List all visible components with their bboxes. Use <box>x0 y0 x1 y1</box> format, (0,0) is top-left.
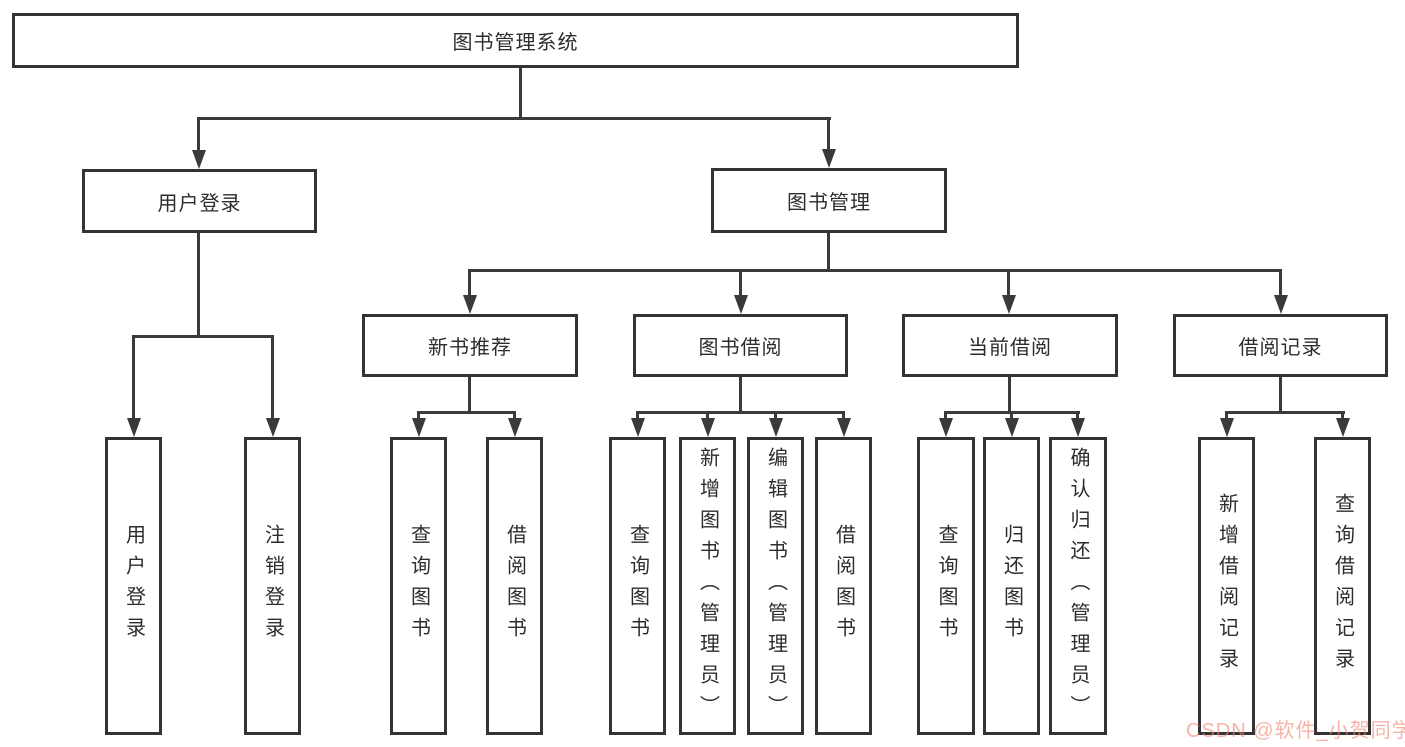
leaf-cb-return-book-label: 归还图书 <box>1000 524 1023 648</box>
connector-line <box>636 411 639 423</box>
arrowhead <box>463 295 477 314</box>
connector-line <box>827 117 830 152</box>
connector-line <box>513 411 516 423</box>
leaf-user-login: 用户登录 <box>105 437 162 735</box>
connector-line <box>774 411 777 423</box>
connector-line <box>197 117 200 153</box>
node-new-book-rec: 新书推荐 <box>362 314 578 377</box>
leaf-bb-borrow-book: 借阅图书 <box>815 437 872 735</box>
leaf-cb-confirm-return: 确认归还（管理员） <box>1049 437 1107 735</box>
connector-line <box>1008 377 1011 413</box>
connector-line <box>944 411 947 423</box>
node-book-borrow-label: 图书借阅 <box>698 337 783 359</box>
connector-line <box>197 233 200 337</box>
node-current-borrow: 当前借阅 <box>902 314 1118 377</box>
connector-line <box>1225 411 1228 423</box>
arrowhead <box>1071 418 1085 437</box>
leaf-rec-borrow-book: 借阅图书 <box>486 437 543 735</box>
arrowhead <box>266 418 280 437</box>
leaf-bb-query-book-label: 查询图书 <box>626 524 649 648</box>
connector-line <box>1279 377 1282 413</box>
connector-line <box>1076 411 1079 423</box>
connector-line <box>1007 269 1010 299</box>
leaf-rec-borrow-book-label: 借阅图书 <box>503 524 526 648</box>
node-root: 图书管理系统 <box>12 13 1019 68</box>
arrowhead <box>837 418 851 437</box>
connector-line <box>1010 411 1013 423</box>
arrowhead <box>1274 295 1288 314</box>
node-user-login: 用户登录 <box>82 169 317 233</box>
arrowhead <box>939 418 953 437</box>
connector-line <box>132 335 135 423</box>
leaf-br-add-record-label: 新增借阅记录 <box>1215 493 1238 679</box>
connector-line <box>739 269 742 299</box>
leaf-logout-label: 注销登录 <box>261 524 284 648</box>
arrowhead <box>769 418 783 437</box>
leaf-rec-query-book-label: 查询图书 <box>407 524 430 648</box>
node-current-borrow-label: 当前借阅 <box>968 337 1052 359</box>
connector-line <box>519 68 522 118</box>
arrowhead <box>412 418 426 437</box>
leaf-bb-add-book-label: 新增图书（管理员） <box>696 446 719 726</box>
leaf-bb-add-book: 新增图书（管理员） <box>679 437 736 735</box>
leaf-bb-query-book: 查询图书 <box>609 437 666 735</box>
leaf-bb-edit-book-label: 编辑图书（管理员） <box>764 446 787 726</box>
connector-line <box>417 411 516 414</box>
arrowhead <box>508 418 522 437</box>
arrowhead <box>1005 418 1019 437</box>
connector-line <box>842 411 845 423</box>
connector-line <box>468 269 1282 272</box>
connector-line <box>468 269 471 299</box>
node-book-mgmt: 图书管理 <box>711 168 947 233</box>
node-root-label: 图书管理系统 <box>452 32 579 54</box>
leaf-br-query-record: 查询借阅记录 <box>1314 437 1371 735</box>
node-borrow-records: 借阅记录 <box>1173 314 1388 377</box>
leaf-cb-query-book: 查询图书 <box>917 437 975 735</box>
leaf-logout: 注销登录 <box>244 437 301 735</box>
connector-line <box>468 377 471 413</box>
arrowhead <box>192 150 206 169</box>
leaf-bb-edit-book: 编辑图书（管理员） <box>747 437 804 735</box>
connector-line <box>827 233 830 271</box>
leaf-cb-return-book: 归还图书 <box>983 437 1040 735</box>
connector-line <box>1225 411 1345 414</box>
node-borrow-records-label: 借阅记录 <box>1238 337 1323 359</box>
connector-line <box>132 335 274 338</box>
connector-line <box>271 335 274 423</box>
node-book-mgmt-label: 图书管理 <box>787 192 871 214</box>
connector-line <box>1341 411 1344 423</box>
csdn-watermark: CSDN @软件_小贺同学 <box>1186 720 1405 742</box>
arrowhead <box>127 418 141 437</box>
node-user-login-label: 用户登录 <box>157 192 242 215</box>
connector-line <box>417 411 420 423</box>
node-book-borrow: 图书借阅 <box>633 314 848 377</box>
connector-line <box>636 411 845 414</box>
leaf-rec-query-book: 查询图书 <box>390 437 447 735</box>
arrowhead <box>1002 295 1016 314</box>
arrowhead <box>734 295 748 314</box>
leaf-bb-borrow-book-label: 借阅图书 <box>832 524 855 648</box>
arrowhead <box>701 418 715 437</box>
connector-line <box>197 117 831 120</box>
leaf-cb-confirm-return-label: 确认归还（管理员） <box>1067 446 1089 726</box>
arrowhead <box>822 149 836 168</box>
leaf-br-query-record-label: 查询借阅记录 <box>1331 493 1354 679</box>
connector-line <box>1279 269 1282 299</box>
arrowhead <box>1336 418 1350 437</box>
leaf-user-login-label: 用户登录 <box>122 524 145 648</box>
arrowhead <box>1220 418 1234 437</box>
connector-line <box>706 411 709 423</box>
connector-line <box>739 377 742 413</box>
leaf-br-add-record: 新增借阅记录 <box>1198 437 1255 735</box>
arrowhead <box>631 418 645 437</box>
leaf-cb-query-book-label: 查询图书 <box>935 524 957 648</box>
node-new-book-rec-label: 新书推荐 <box>428 337 512 359</box>
